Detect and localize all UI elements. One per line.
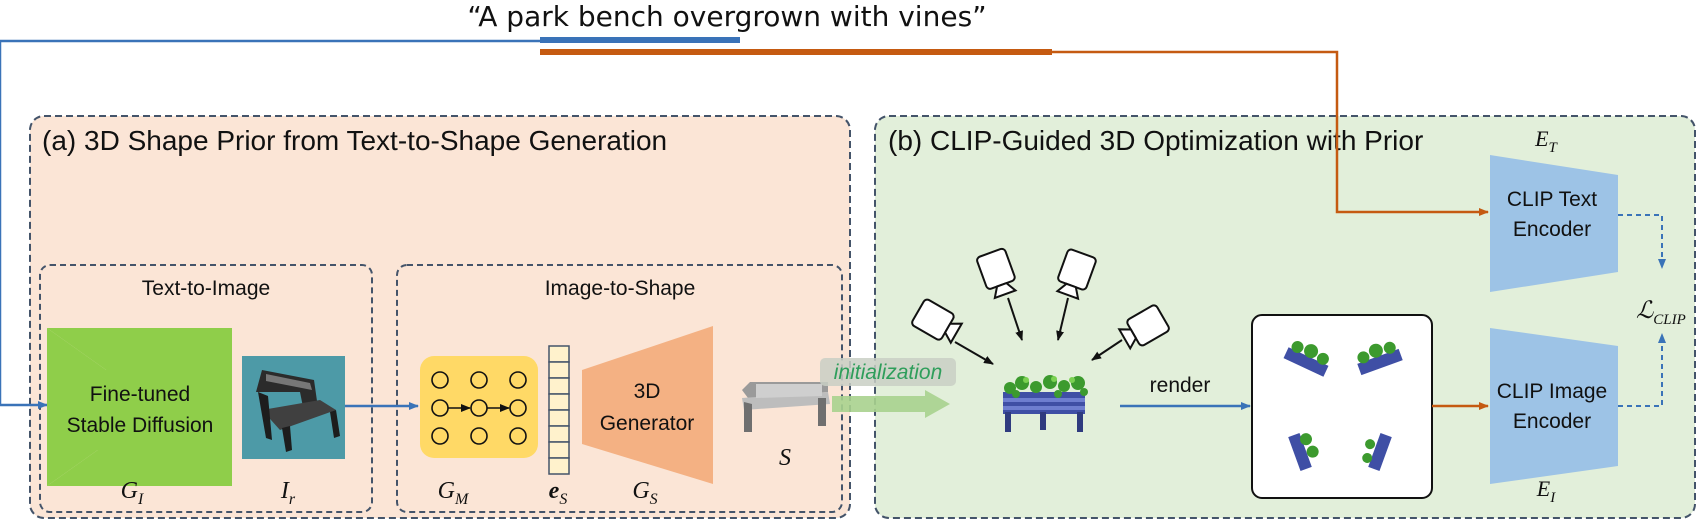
vine-bench-image (1003, 375, 1088, 432)
image-embedding-to-loss-arrow (1618, 333, 1666, 407)
prompt-to-diffusion-arrow (0, 39, 740, 409)
camera-ray (954, 341, 994, 365)
es-symbol: eS (549, 478, 568, 508)
s-symbol: S (779, 445, 791, 471)
gs-symbol: GS (632, 478, 657, 508)
camera-ray (1091, 339, 1123, 361)
gi-symbol: GI (121, 478, 144, 508)
camera-ray (1007, 297, 1023, 341)
et-symbol: ET (1534, 126, 1558, 156)
bench-render-image (1357, 341, 1403, 376)
bench-render-image (1288, 433, 1319, 471)
clip-image-encoder-block (1490, 328, 1618, 484)
camera-ray (1056, 297, 1069, 341)
camera-icon (911, 298, 964, 345)
render-label: render (1150, 374, 1211, 397)
text-to-image-title: Text-to-Image (142, 277, 270, 300)
bench-shape-image (742, 382, 830, 432)
ei-symbol: EI (1536, 476, 1556, 506)
diffusion-label-line2: Stable Diffusion (67, 414, 214, 437)
diffusion-label-line1: Fine-tuned (90, 383, 190, 406)
latent-vector-es (548, 345, 570, 475)
text-encoder-line1: CLIP Text (1507, 188, 1597, 211)
gm-symbol: GM (438, 478, 470, 508)
initialization-arrow (832, 390, 950, 418)
3d-generator-block (582, 326, 713, 484)
initialization-label: initialization (834, 361, 943, 384)
generator-label-line2: Generator (600, 412, 695, 435)
clip-loss-symbol: ℒCLIP (1636, 298, 1686, 328)
camera-icon (976, 247, 1018, 300)
camera-icon (1055, 248, 1097, 301)
image-encoder-line1: CLIP Image (1497, 380, 1608, 403)
initialization-label-bg (820, 358, 956, 386)
image-to-shape-title: Image-to-Shape (545, 277, 696, 300)
camera-icon (1117, 304, 1170, 351)
mapper-gm-block (420, 356, 538, 458)
clip-text-encoder-block (1490, 155, 1618, 292)
bench-render-image (1362, 433, 1392, 471)
panel-b-title: (b) CLIP-Guided 3D Optimization with Pri… (888, 125, 1423, 156)
generator-label-line1: 3D (634, 380, 661, 403)
rendered-views-box (1251, 314, 1433, 499)
bench-render-image (1283, 341, 1329, 377)
text-encoder-line2: Encoder (1513, 218, 1591, 241)
ir-symbol: Ir (280, 478, 296, 508)
panel-a-title: (a) 3D Shape Prior from Text-to-Shape Ge… (42, 125, 667, 156)
prompt-underline-orange (540, 49, 1052, 55)
image-encoder-line2: Encoder (1513, 410, 1591, 433)
prompt-to-text-encoder-arrow (1052, 50, 1489, 216)
prompt-text: “A park bench overgrown with vines” (467, 0, 986, 33)
generated-image-ir (242, 356, 345, 459)
